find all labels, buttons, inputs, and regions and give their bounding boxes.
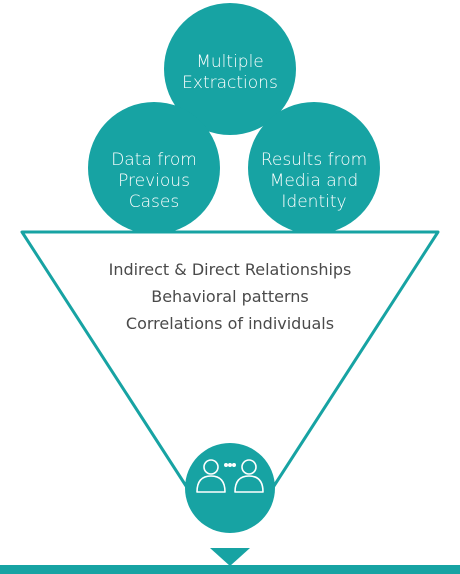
label-line: Extractions (182, 73, 278, 93)
funnel-line-relationships: Indirect & Direct Relationships (108, 260, 352, 279)
label-multiple-extractions: Multiple Extractions (164, 52, 296, 94)
circle-data-from-previous-cases (88, 102, 220, 234)
circle-multiple-extractions (164, 3, 296, 135)
funnel-line-correlations: Correlations of individuals (125, 314, 335, 333)
label-line: Results from (260, 150, 368, 170)
funnel-text-block: Indirect & Direct Relationships Behavior… (80, 256, 380, 337)
two-people-conversation-icon (196, 459, 264, 493)
down-arrow-icon (210, 548, 250, 566)
label-line: Media and (269, 171, 359, 191)
label-results-from-media: Results from Media and Identity (248, 150, 380, 213)
output-bar (0, 565, 460, 574)
people-circle (185, 443, 275, 533)
circle-results-from-media (248, 102, 380, 234)
label-line: Identity (281, 192, 347, 212)
funnel-line-behavioral-patterns: Behavioral patterns (151, 287, 309, 306)
label-data-from-previous-cases: Data from Previous Cases (88, 150, 220, 213)
label-line: Cases (128, 192, 180, 212)
label-line: Multiple (196, 52, 264, 72)
label-line: Data from (111, 150, 197, 170)
label-line: Previous (118, 171, 190, 191)
